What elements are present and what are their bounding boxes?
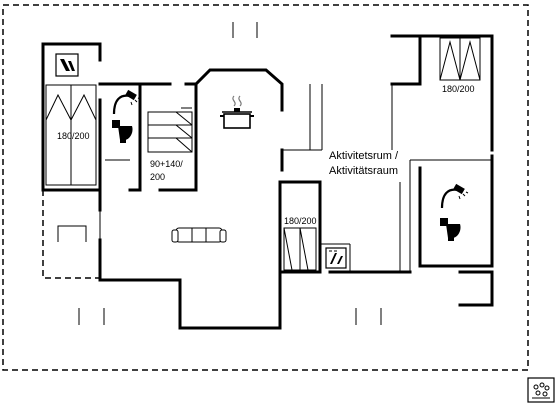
plot-boundary [2,4,529,371]
bed-left-label: 180/200 [57,131,90,141]
sofa-icon [171,227,227,243]
shower-icon-right [440,183,469,209]
bed-center-label: 180/200 [284,216,317,226]
terrace-outline [42,190,100,279]
toilet-icon [112,120,133,143]
washing-machine-icon [325,247,347,269]
exterior-walls [41,22,494,330]
cooking-pot-icon [220,95,254,129]
bed-top-right-label: 180/200 [442,84,475,94]
bunk-bed-label-1: 90+140/ [150,159,183,169]
bed-center [283,227,317,271]
bed-left [45,84,97,186]
whirlpool-icon [527,377,555,403]
toilet-icon-right [440,218,461,241]
bunk-bed-label-2: 200 [150,172,165,182]
dishwasher-icon [55,53,79,77]
bed-top-right [439,37,481,81]
shower-icon [112,89,141,115]
activity-room-label-2: Aktivitätsraum [329,165,398,177]
activity-room-label-1: Aktivitetsrum / [329,150,399,162]
bunk-bed [147,107,193,153]
terrace-table [57,225,87,242]
